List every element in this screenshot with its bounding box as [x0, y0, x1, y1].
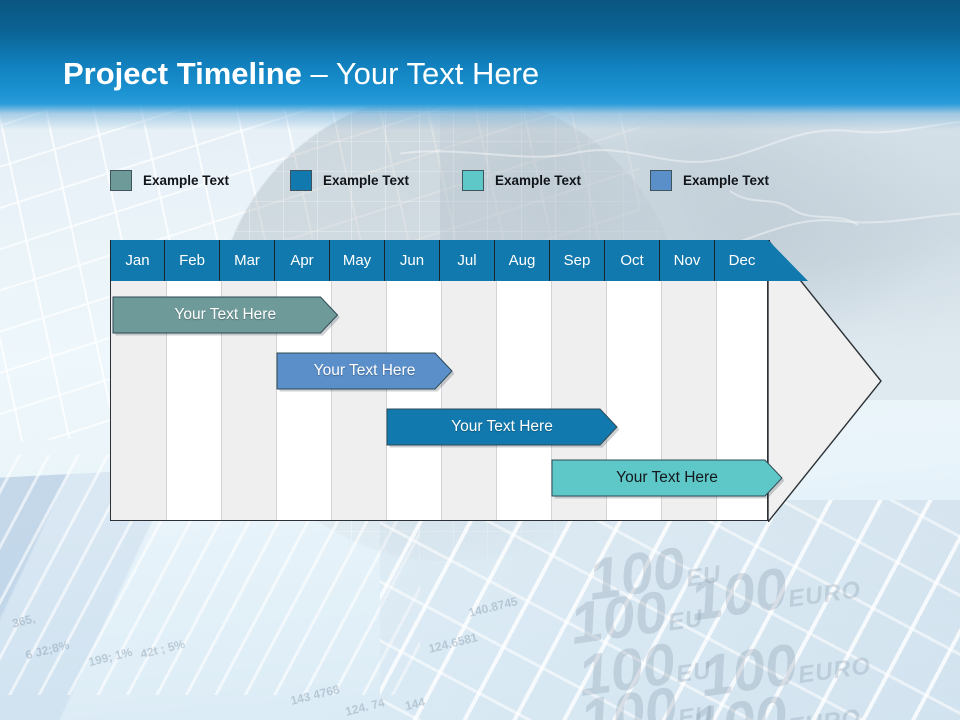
legend-item[interactable]: Example Text	[290, 170, 409, 191]
timeline-column	[441, 281, 496, 520]
column-divider	[661, 281, 662, 520]
legend: Example Text Example Text Example Text Exam…	[110, 170, 870, 196]
task-bar[interactable]: Your Text Here	[551, 459, 785, 499]
timeline-column	[496, 281, 551, 520]
column-divider	[386, 281, 387, 520]
column-divider	[166, 281, 167, 520]
task-bar-shape	[112, 296, 340, 336]
page-title-separator: –	[301, 56, 336, 91]
month-header-oct[interactable]: Oct	[605, 240, 660, 281]
title-band-fade	[0, 104, 960, 130]
month-header-sep[interactable]: Sep	[550, 240, 605, 281]
page-title-light: Your Text Here	[335, 56, 540, 91]
month-header-jul[interactable]: Jul	[440, 240, 495, 281]
legend-swatch-icon	[462, 170, 484, 191]
timeline-column	[386, 281, 441, 520]
task-bar-shape	[386, 408, 620, 448]
month-header-nov[interactable]: Nov	[660, 240, 715, 281]
task-bar[interactable]: Your Text Here	[112, 296, 340, 336]
column-divider	[441, 281, 442, 520]
column-divider	[496, 281, 497, 520]
month-header-mar[interactable]: Mar	[220, 240, 275, 281]
column-divider	[551, 281, 552, 520]
column-divider	[606, 281, 607, 520]
column-divider	[716, 281, 717, 520]
column-divider	[276, 281, 277, 520]
column-divider	[221, 281, 222, 520]
legend-swatch-icon	[650, 170, 672, 191]
month-header-may[interactable]: May	[330, 240, 385, 281]
month-header-apr[interactable]: Apr	[275, 240, 330, 281]
task-bar[interactable]: Your Text Here	[386, 408, 620, 448]
task-bar-shape	[276, 352, 455, 392]
timeline-arrowhead	[768, 240, 882, 522]
page-title: Project Timeline – Your Text Here	[63, 58, 539, 89]
legend-swatch-icon	[290, 170, 312, 191]
legend-label: Example Text	[683, 173, 770, 188]
background-stripes-right	[380, 500, 960, 720]
legend-item[interactable]: Example Text	[650, 170, 769, 191]
column-divider	[331, 281, 332, 520]
month-header-dec[interactable]: Dec	[715, 240, 770, 281]
legend-label: Example Text	[323, 173, 410, 188]
task-bar-shape	[551, 459, 785, 499]
page-title-strong: Project Timeline	[63, 56, 302, 91]
legend-item[interactable]: Example Text	[462, 170, 581, 191]
task-bar[interactable]: Your Text Here	[276, 352, 455, 392]
month-header-feb[interactable]: Feb	[165, 240, 220, 281]
legend-label: Example Text	[495, 173, 582, 188]
month-header-jun[interactable]: Jun	[385, 240, 440, 281]
timeline-column	[331, 281, 386, 520]
legend-swatch-icon	[110, 170, 132, 191]
legend-item[interactable]: Example Text	[110, 170, 229, 191]
month-header-aug[interactable]: Aug	[495, 240, 550, 281]
title-band	[0, 0, 960, 104]
month-header-jan[interactable]: Jan	[110, 240, 165, 281]
legend-label: Example Text	[143, 173, 230, 188]
